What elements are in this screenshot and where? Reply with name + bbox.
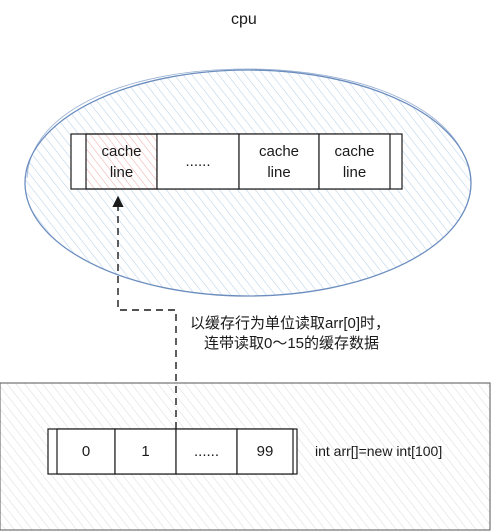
array-cell-1 (114, 428, 177, 475)
annotation-line2: 连带读取0～15的缓存数据 (204, 335, 380, 352)
array-cell-2 (175, 428, 238, 475)
cache-cell-1-line1: ...... (185, 153, 211, 170)
cache-cell-0-text: cache line (86, 134, 157, 189)
array-cell-2-text: ...... (193, 443, 219, 460)
cache-cell-3 (318, 133, 391, 190)
array-cell-3 (236, 428, 294, 475)
cache-cell-3-text: cache line (319, 134, 390, 189)
cache-cell-2-text: cache line (239, 134, 319, 189)
array-row (47, 428, 298, 475)
cache-line-row (70, 133, 403, 190)
cache-cell-0 (85, 133, 158, 190)
array-cell-0-text: 0 (81, 443, 91, 460)
cache-cell-2-line1: cache (258, 142, 300, 160)
cache-cell-2-line2: line (267, 163, 291, 181)
cache-cell-3-line2: line (342, 163, 367, 181)
cache-cell-3-line1: cache (334, 142, 375, 160)
load-arrow (112, 195, 177, 429)
cache-cell-2 (238, 133, 320, 190)
cache-cell-1 (156, 133, 240, 190)
array-declaration-label: int arr[]=new int[100] (315, 443, 443, 459)
cpu-label: cpu (231, 11, 257, 28)
array-cell-1-text: 1 (141, 443, 150, 460)
annotation-line1: 以缓存行为单位读取arr[0]时， (190, 315, 391, 332)
cache-cell-0-line1: cache (101, 142, 142, 160)
cache-cell-0-line2: line (109, 163, 134, 181)
cache-cell-1-text: ...... (157, 134, 239, 189)
array-cell-0 (56, 428, 116, 475)
array-cell-3-text: 99 (256, 443, 274, 460)
